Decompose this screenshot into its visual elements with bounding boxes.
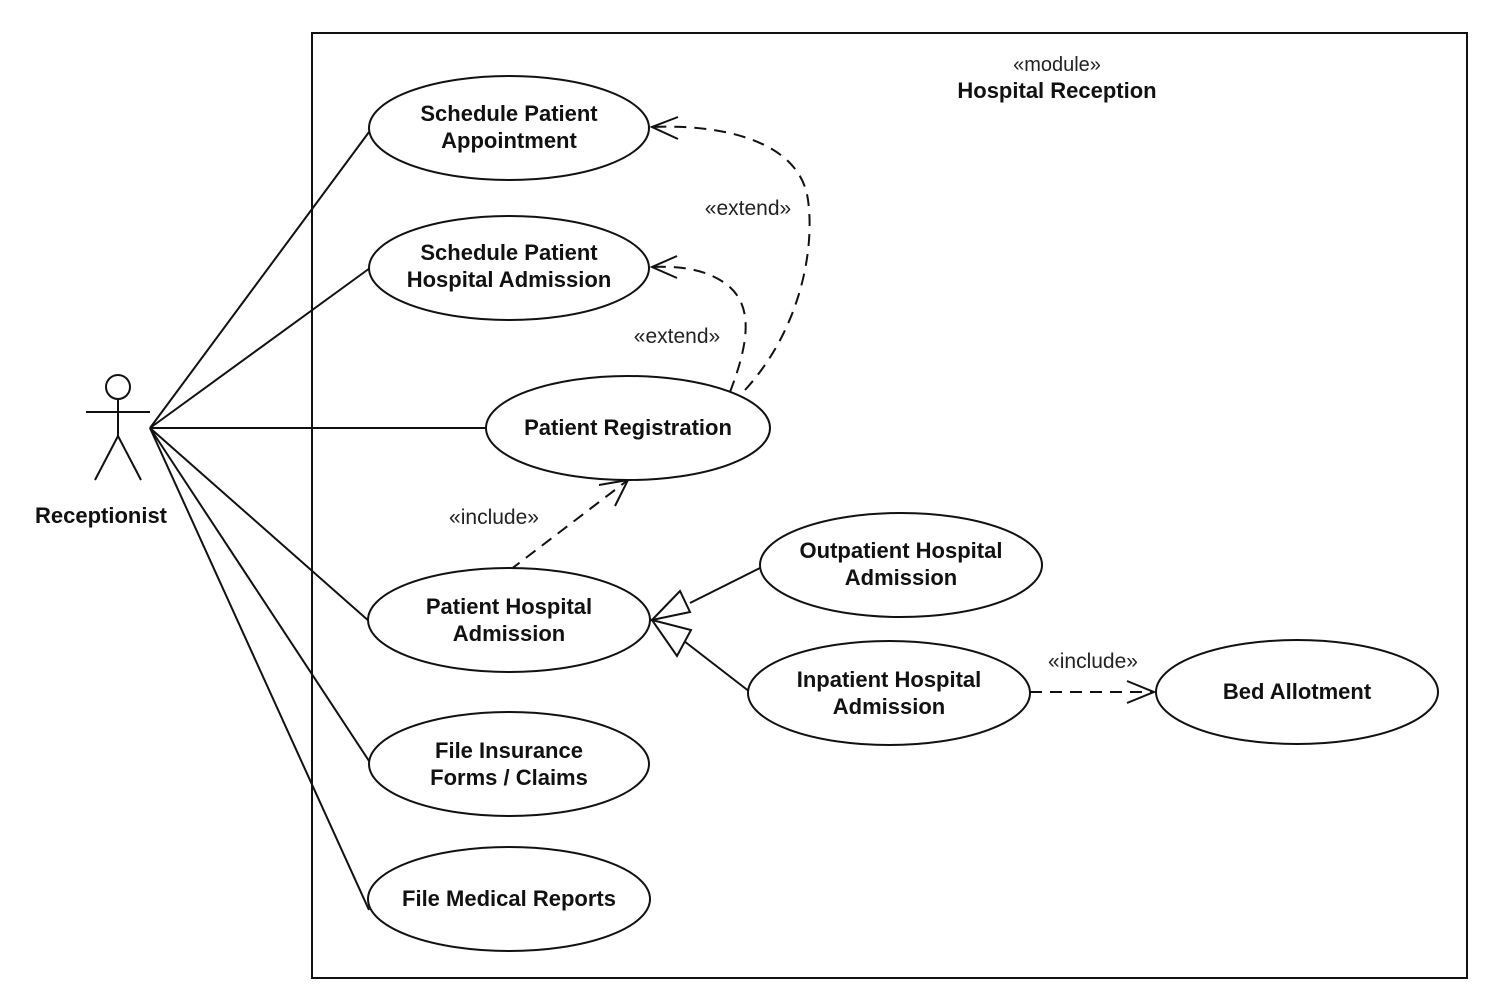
use-case-file-insurance-line-2: Forms / Claims	[430, 765, 588, 790]
actor-name: Receptionist	[35, 503, 168, 528]
use-case-outpatient-admission-line-1: Outpatient Hospital	[800, 538, 1003, 563]
generalization-outpatient-line	[689, 567, 761, 604]
extend-appointment-label: «extend»	[705, 197, 791, 220]
use-case-patient-admission-line-2: Admission	[453, 621, 565, 646]
association-file-insurance	[149, 427, 374, 768]
use-case-inpatient-admission-line-1: Inpatient Hospital	[797, 667, 982, 692]
actor-associations	[149, 127, 487, 911]
use-case-patient-admission-line-1: Patient Hospital	[426, 594, 592, 619]
use-case-schedule-admission-line-1: Schedule Patient	[420, 240, 598, 265]
extend-to-appointment-line	[651, 125, 811, 391]
system-stereotype: «module»	[1013, 54, 1101, 76]
use-case-schedule-appointment[interactable]: Schedule Patient Appointment	[368, 75, 650, 181]
use-case-patient-registration[interactable]: Patient Registration	[485, 375, 771, 481]
use-case-file-medical-reports[interactable]: File Medical Reports	[367, 846, 651, 952]
extend-admission-label: «extend»	[634, 325, 720, 348]
generalization-outpatient-arrowhead	[649, 589, 692, 622]
association-patient-admission	[149, 427, 371, 623]
use-case-schedule-appointment-line-1: Schedule Patient	[420, 101, 598, 126]
system-name: Hospital Reception	[957, 78, 1156, 103]
extend-to-appointment-arrowhead	[649, 116, 679, 140]
include-bed-arrowhead	[1126, 680, 1157, 704]
extend-to-admission-arrowhead	[649, 255, 678, 279]
use-case-file-medical-reports-line-1: File Medical Reports	[402, 886, 616, 911]
extend-to-admission-line	[651, 265, 747, 393]
use-case-file-insurance-line-1: File Insurance	[435, 738, 583, 763]
system-boundary	[311, 32, 1468, 979]
include-registration-line	[509, 479, 629, 571]
use-case-outpatient-admission-line-2: Admission	[845, 565, 957, 590]
association-schedule-admission	[149, 267, 371, 429]
use-case-schedule-appointment-line-2: Appointment	[441, 128, 577, 153]
use-case-bed-allotment-line-1: Bed Allotment	[1223, 679, 1372, 704]
association-schedule-appointment	[149, 127, 373, 429]
generalization-inpatient-line	[683, 640, 751, 693]
actor-head	[105, 374, 131, 400]
use-case-inpatient-admission[interactable]: Inpatient Hospital Admission	[747, 640, 1031, 746]
use-case-schedule-admission-line-2: Hospital Admission	[407, 267, 612, 292]
use-case-inpatient-admission-line-2: Admission	[833, 694, 945, 719]
include-registration-label: «include»	[449, 506, 539, 529]
actor-right-leg	[117, 435, 142, 481]
actor-left-leg	[94, 435, 119, 481]
include-bed-label: «include»	[1048, 650, 1138, 673]
association-file-medical-reports	[149, 427, 370, 911]
use-case-patient-registration-line-1: Patient Registration	[524, 415, 732, 440]
use-case-outpatient-admission[interactable]: Outpatient Hospital Admission	[759, 512, 1043, 618]
use-case-bed-allotment[interactable]: Bed Allotment	[1155, 639, 1439, 745]
actor-receptionist[interactable]: Receptionist	[35, 374, 168, 528]
use-case-patient-admission[interactable]: Patient Hospital Admission	[367, 567, 651, 673]
use-case-file-insurance[interactable]: File Insurance Forms / Claims	[368, 711, 650, 817]
generalization-inpatient-arrowhead	[649, 618, 693, 658]
use-case-schedule-admission[interactable]: Schedule Patient Hospital Admission	[368, 215, 650, 321]
